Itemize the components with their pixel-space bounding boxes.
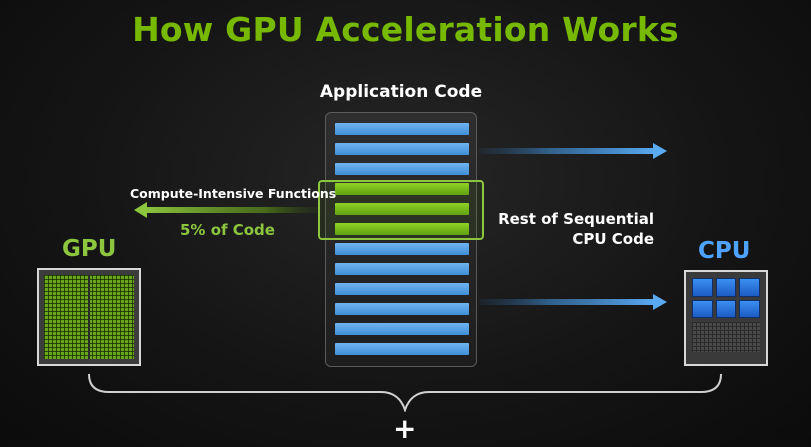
compute-code-line [335, 223, 469, 235]
percent-of-code-label: 5% of Code [180, 221, 275, 239]
rest-label-line1: Rest of Sequential [498, 210, 654, 228]
sequential-code-line [335, 243, 469, 255]
sequential-code-line [335, 303, 469, 315]
application-code-label: Application Code [319, 82, 483, 102]
cpu-core [715, 299, 737, 318]
cpu-core [739, 278, 760, 297]
rest-sequential-label: Rest of Sequential CPU Code [470, 209, 654, 249]
sequential-code-line [335, 323, 469, 335]
cpu-core [715, 278, 737, 297]
arrow-left-icon [134, 202, 318, 218]
rest-label-line2: CPU Code [572, 230, 654, 248]
curly-brace-icon [88, 373, 722, 412]
sequential-code-line [335, 343, 469, 355]
cpu-core-grid [692, 278, 760, 318]
plus-symbol: + [393, 412, 417, 445]
sequential-code-line [335, 143, 469, 155]
slide-title: How GPU Acceleration Works [132, 10, 679, 49]
sequential-code-line [335, 163, 469, 175]
compute-intensive-label: Compute-Intensive Functions [130, 186, 337, 201]
cpu-core [692, 299, 713, 318]
compute-code-line [335, 203, 469, 215]
sequential-code-line [335, 123, 469, 135]
sequential-code-line [335, 283, 469, 295]
gpu-label: GPU [62, 236, 117, 262]
arrow-right-icon [479, 294, 667, 310]
gpu-core-grid [44, 275, 134, 359]
cpu-label: CPU [698, 238, 751, 264]
cpu-core [739, 299, 760, 318]
cpu-core [692, 278, 713, 297]
arrow-right-icon [479, 143, 667, 159]
cpu-cache [692, 322, 760, 352]
cpu-chip-icon [684, 270, 768, 366]
compute-code-line [335, 183, 469, 195]
compute-intensive-highlight [318, 180, 484, 240]
gpu-chip-icon [37, 268, 141, 366]
sequential-code-line [335, 263, 469, 275]
